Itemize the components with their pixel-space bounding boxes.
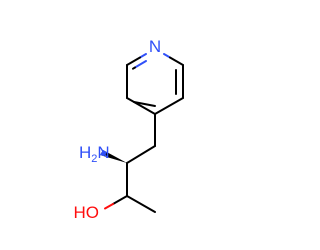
bond-coh-o-o-half [104,203,114,210]
bond-c5-c4 [126,97,156,115]
bond-n-c6-inner-b [132,66,136,70]
amine-subscript: 2 [91,153,97,165]
molecule-structure-diagram: N H2N HO [74,37,184,222]
amine-nitrogen: N [97,143,109,162]
bond-coh-o [112,195,128,205]
stereo-wedge-bond [100,150,127,163]
bond-n-c6-n-half [139,53,147,59]
bond-n-c6-inner [134,60,147,69]
bond-coh-ch3 [126,195,156,213]
stereo-wedge-bond-n-part [100,150,107,157]
amine-hydrogen: H [79,143,91,162]
bond-c3-c4 [154,97,184,115]
bond-n-c6 [126,56,141,66]
side-chain [104,113,156,213]
bond-ch2-cn [126,145,156,164]
pyridine-ring [126,53,184,115]
hydroxyl-label: HO [74,203,100,222]
bond-c5-c4-inner [133,101,156,107]
bond-n-c2 [169,56,184,66]
ring-nitrogen-label: N [149,37,161,56]
bond-n-c2-n-half [163,53,171,59]
amine-label: H2N [79,143,110,165]
